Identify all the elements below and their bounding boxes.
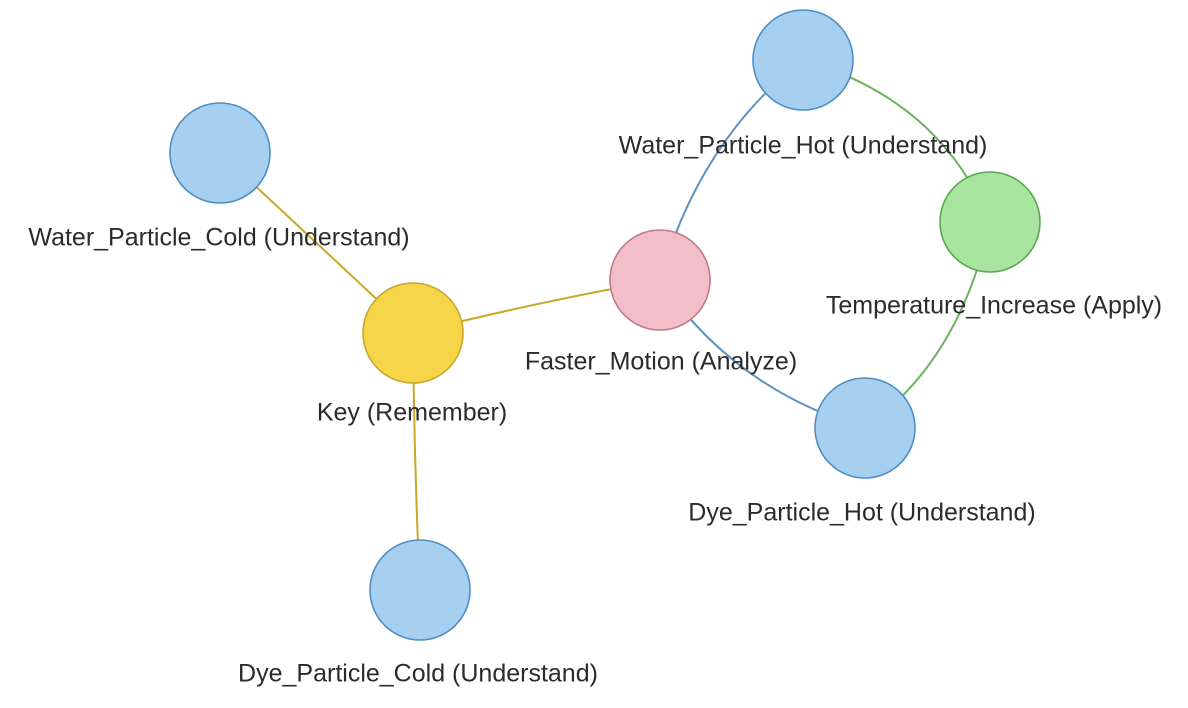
graph-node-faster-motion[interactable]: [609, 229, 711, 331]
graph-node-water-particle-cold[interactable]: [169, 102, 271, 204]
node-label-water-particle-hot: Water_Particle_Hot (Understand): [618, 131, 988, 160]
node-label-dye-particle-cold: Dye_Particle_Cold (Understand): [238, 659, 598, 688]
graph-node-temperature-increase[interactable]: [939, 171, 1041, 273]
node-label-key: Key (Remember): [316, 398, 508, 427]
graph-node-dye-particle-cold[interactable]: [369, 539, 471, 641]
node-label-dye-particle-hot: Dye_Particle_Hot (Understand): [688, 498, 1036, 527]
node-label-water-particle-cold: Water_Particle_Cold (Understand): [28, 223, 410, 252]
graph-node-key[interactable]: [362, 282, 464, 384]
graph-node-water-particle-hot[interactable]: [752, 9, 854, 111]
graph-node-dye-particle-hot[interactable]: [814, 377, 916, 479]
node-label-temperature-increase: Temperature_Increase (Apply): [825, 291, 1163, 320]
nodes-layer: [169, 9, 1041, 641]
node-label-faster-motion: Faster_Motion (Analyze): [524, 347, 798, 376]
